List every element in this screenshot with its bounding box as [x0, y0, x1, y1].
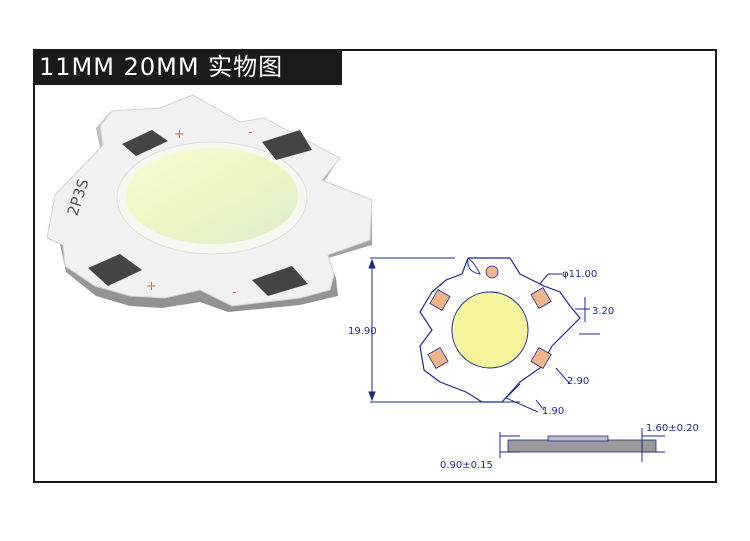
plus-mark-top: + — [174, 127, 185, 142]
minus-mark-top: - — [248, 125, 253, 140]
drawing-led-phosphor — [451, 291, 529, 369]
notch-top-left — [467, 257, 481, 275]
drawing-pad-4 — [530, 347, 552, 369]
dim-height: 19.90 — [348, 326, 377, 337]
led-phosphor — [126, 148, 298, 244]
dim-led-thickness: 0.90±0.15 — [440, 460, 493, 471]
page-title: 11MM 20MM 实物图 — [39, 53, 284, 81]
dim-board-thickness: 1.60±0.20 — [646, 423, 699, 434]
side-view — [499, 428, 665, 462]
dim-notch-width: 3.20 — [592, 306, 614, 317]
title-bar — [33, 49, 342, 85]
drawing-pad-2 — [530, 287, 552, 309]
minus-mark-bottom: - — [232, 285, 237, 300]
pad-bottom-right — [252, 266, 308, 296]
dim-diameter: φ11.00 — [562, 269, 597, 280]
drawing-pad-3 — [427, 347, 449, 369]
mounting-hole-top — [485, 265, 499, 279]
dim-pad-width: 2.90 — [567, 376, 589, 387]
plus-mark-bottom: + — [146, 279, 157, 294]
pad-top-left — [122, 130, 168, 156]
technical-drawing — [368, 257, 600, 413]
pad-bottom-left — [88, 254, 142, 286]
cob-led-photo: + - + - 2P3S — [46, 94, 373, 312]
drawing-pad-1 — [429, 289, 451, 311]
dim-pad-offset: 1.90 — [542, 406, 564, 417]
pad-top-right — [262, 130, 312, 160]
content-frame — [33, 49, 717, 483]
